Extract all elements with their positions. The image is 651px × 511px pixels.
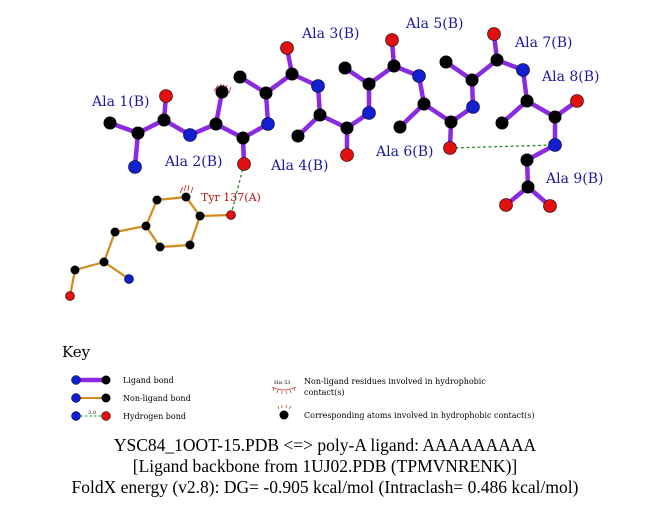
caption-line2: [Ligand backbone from 1UJ02.PDB (TPMVNRE…: [133, 456, 517, 476]
nitrogen-atoms: [124, 63, 562, 284]
label-ala4: Ala 4(B): [270, 158, 329, 174]
caption-line3: FoldX energy (v2.8): DG= -0.905 kcal/mol…: [72, 477, 579, 497]
key-hydrophobic-atom-sample: [277, 404, 292, 420]
label-ala3: Ala 3(B): [301, 26, 360, 42]
key-non-ligand-bond-label: Non-ligand bond: [123, 394, 191, 403]
hydrogen-bonds: [230, 144, 556, 216]
label-ala6: Ala 6(B): [375, 144, 434, 160]
key-ligand-bond-sample: [71, 375, 111, 385]
hbond-ala6-ala9: [449, 144, 556, 149]
key-hydrophobic-residues-line2: contact(s): [304, 388, 344, 397]
key-hydrophobic-atoms-label: Corresponding atoms involved in hydropho…: [304, 411, 535, 420]
label-ala8: Ala 8(B): [541, 69, 600, 85]
caption-line1: YSC84_1OOT-15.PDB <=> poly-A ligand: AAA…: [114, 435, 537, 455]
key-hydrogen-bond-sample: 3.0: [71, 410, 111, 421]
key: Key Ligand bond Non-ligand bond 3.0 Hydr…: [62, 343, 535, 421]
key-hydrophobic-residues-line1: Non-ligand residues involved in hydropho…: [304, 377, 486, 386]
carbon-atoms: [70, 53, 562, 275]
key-hbond-length: 3.0: [88, 410, 96, 416]
label-ala7: Ala 7(B): [514, 35, 573, 51]
key-hydrogen-bond-label: Hydrogen bond: [123, 412, 186, 421]
label-ala2: Ala 2(B): [164, 154, 223, 170]
residue-labels: Ala 1(B) Ala 2(B) Ala 3(B) Ala 4(B) Ala …: [91, 16, 604, 204]
caption: YSC84_1OOT-15.PDB <=> poly-A ligand: AAA…: [72, 435, 579, 497]
hydrophobic-arc-tyr137: [179, 184, 194, 194]
key-ligand-bond-label: Ligand bond: [123, 376, 174, 385]
oxygen-atoms: [65, 27, 584, 301]
label-tyr137: Tyr 137(A): [201, 191, 261, 204]
label-ala5: Ala 5(B): [405, 16, 464, 32]
key-hydrophobic-residue-example: His 53: [274, 380, 290, 386]
hbond-ala2-tyr137: [230, 163, 245, 216]
label-ala9: Ala 9(B): [545, 171, 604, 187]
tyr137-bonds: [68, 195, 233, 298]
label-ala1: Ala 1(B): [91, 94, 150, 110]
key-hydrophobic-residue-sample: His 53: [271, 380, 297, 395]
key-non-ligand-bond-sample: [71, 393, 111, 403]
key-title: Key: [62, 343, 91, 361]
